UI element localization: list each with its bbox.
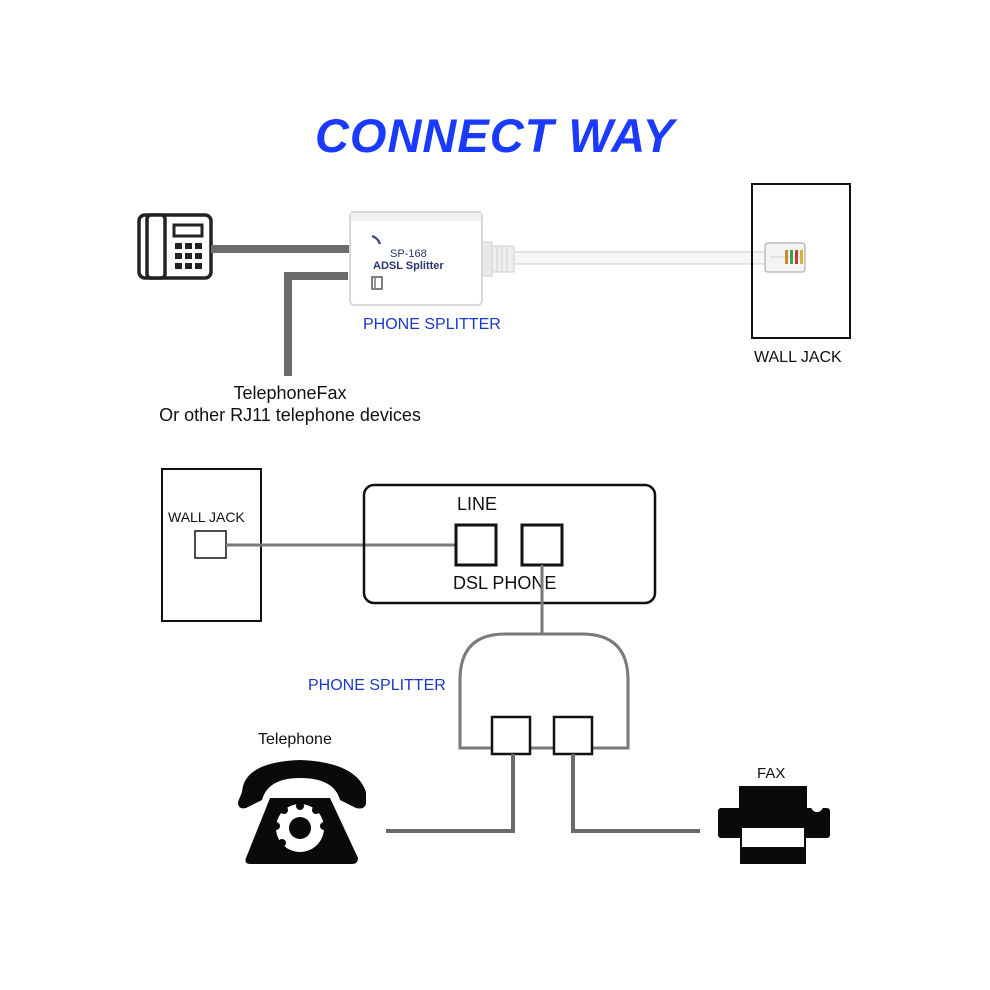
splitter-to-wall-cord: [513, 251, 771, 265]
phone-splitter-outline: [458, 632, 630, 750]
wall-jack-port: [194, 530, 227, 559]
rj11-plug-icon: [764, 242, 806, 273]
line-label: LINE: [457, 494, 497, 514]
dsl-box: [362, 483, 657, 605]
phone-port: [520, 523, 564, 567]
caption-line-1: TelephoneFax: [233, 383, 347, 403]
telephone-label: Telephone: [258, 731, 332, 748]
device-caption: TelephoneFax Or other RJ11 telephone dev…: [110, 382, 470, 426]
fax-printer-icon: [718, 786, 830, 864]
splitter-to-telephone-cable: [386, 754, 515, 833]
splitter-port-right: [552, 715, 594, 756]
top-wall-jack-label: WALL JACK: [754, 349, 842, 366]
desk-phone-icon: [137, 213, 213, 280]
dsl-phone-label: DSL PHONE: [453, 573, 556, 593]
fax-label: FAX: [757, 765, 785, 782]
rotary-phone-icon: [238, 760, 366, 864]
top-phone-splitter-label: PHONE SPLITTER: [363, 316, 501, 333]
line-port: [454, 523, 498, 567]
splitter-to-fax-cable: [571, 754, 700, 833]
bottom-phone-splitter-label: PHONE SPLITTER: [308, 677, 446, 694]
top-wall-jack-box: [751, 183, 851, 339]
page-title: CONNECT WAY: [314, 109, 675, 162]
bottom-wall-jack-label: WALL JACK: [168, 509, 245, 525]
caption-line-2: Or other RJ11 telephone devices: [159, 405, 421, 425]
splitter-name-text: ADSL Splitter: [373, 260, 444, 272]
adsl-splitter-device: SP-168 ADSL Splitter: [349, 211, 515, 306]
splitter-model-text: SP-168: [390, 248, 427, 260]
device-to-splitter-cable: [284, 272, 348, 376]
splitter-port-left: [490, 715, 532, 756]
